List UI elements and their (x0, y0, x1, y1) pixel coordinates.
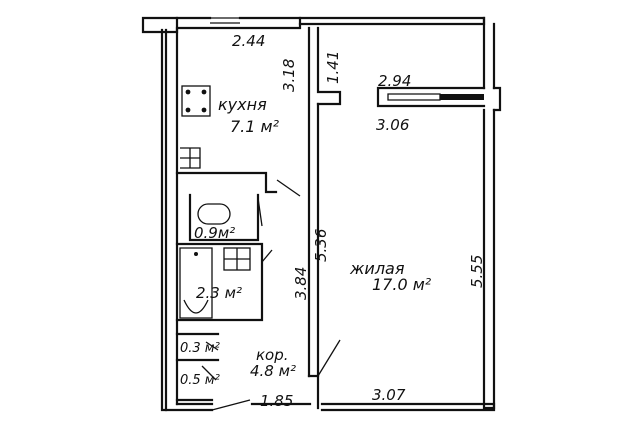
living-area: 17.0 м² (372, 275, 432, 294)
wc-door (257, 197, 263, 227)
right-stub (492, 86, 502, 112)
interior-walls (175, 26, 342, 411)
closet-doors (201, 341, 219, 381)
bath-drain-icon (194, 252, 198, 256)
dim-corridor-width: 1.85 (260, 392, 293, 410)
bath-sink-cross (224, 248, 250, 270)
wc-walls (188, 193, 260, 242)
dim-living-window: 2.94 (378, 72, 411, 90)
kitchen-bottom-wall (175, 171, 278, 194)
living-window-pane (387, 93, 441, 101)
kitchen-name: кухня (218, 95, 267, 114)
stove-burner-icon (201, 89, 207, 95)
dim-bath-length: 3.84 (292, 267, 310, 300)
closet-a-area: 0.3 м² (180, 341, 220, 356)
bathtub (179, 247, 213, 319)
closet-walls (175, 332, 220, 402)
left-wall (160, 28, 168, 412)
dim-kitchen-width: 2.44 (232, 32, 265, 50)
closet-b-area: 0.5 м² (180, 373, 220, 388)
dimension-labels: 2.44 3.18 1.41 2.94 3.06 5.55 5.36 3.84 … (232, 32, 486, 410)
kitchen-area: 7.1 м² (230, 117, 280, 136)
entry-door (211, 399, 251, 411)
kitchen-window (210, 17, 240, 29)
corridor-area: 4.8 м² (250, 362, 296, 380)
wc-area: 0.9м² (194, 224, 235, 242)
dim-living-length: 5.55 (468, 255, 486, 288)
corridor-name: кор. (256, 346, 289, 364)
outer-walls (141, 16, 502, 412)
bottom-wall (164, 402, 496, 412)
bathtub-end (183, 299, 209, 314)
living-window-hatch (440, 94, 484, 100)
dim-kitchen-length: 3.18 (280, 59, 298, 92)
living-name: жилая (349, 259, 405, 278)
bath-walls (175, 242, 264, 322)
bath-area: 2.3 м² (196, 284, 242, 302)
toilet-icon (197, 203, 231, 225)
right-wall (482, 16, 496, 410)
stove-burner-icon (185, 107, 191, 113)
stove-burner-icon (201, 107, 207, 113)
fixtures (180, 85, 251, 271)
top-left-stub (141, 16, 179, 34)
main-partition (307, 26, 320, 378)
pier-wall (316, 26, 342, 106)
living-window-frame (376, 86, 486, 108)
bath-door (261, 249, 273, 263)
room-labels: кухня 7.1 м² жилая 17.0 м² 0.9м² 2.3 м² … (180, 95, 432, 388)
living-door-swing (317, 339, 341, 377)
dim-pier: 1.41 (324, 51, 342, 84)
stove-burner-icon (185, 89, 191, 95)
kitchen-sink-icon (180, 147, 201, 169)
dim-living-width-top: 3.06 (376, 116, 409, 134)
dim-partition: 5.36 (312, 229, 330, 262)
kitchen-door-swing (276, 179, 301, 197)
top-wall (298, 16, 486, 26)
dim-living-width-bottom: 3.07 (372, 386, 406, 404)
stove-icon (181, 85, 211, 117)
